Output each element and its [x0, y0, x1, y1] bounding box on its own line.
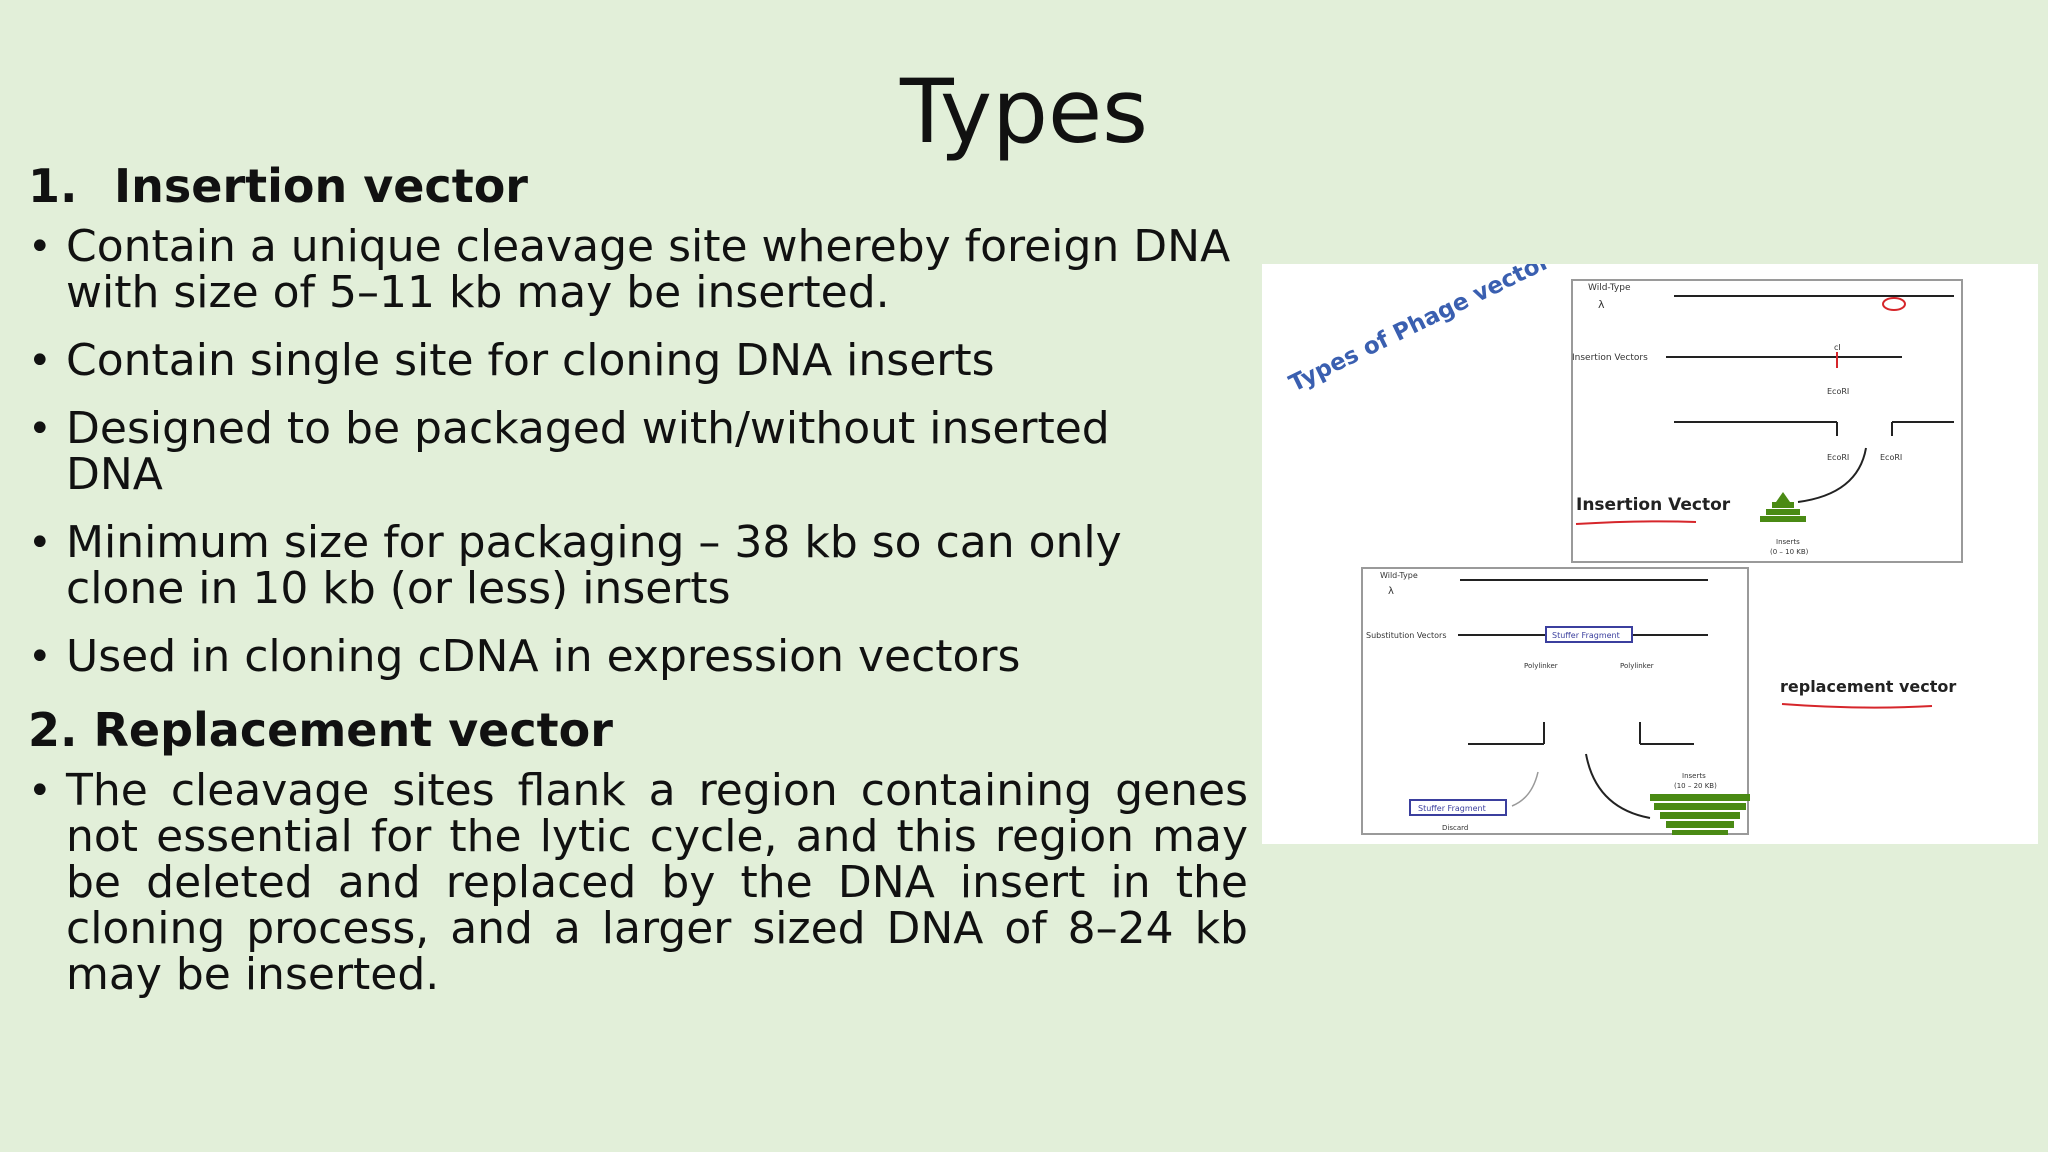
diagram-svg: Types of Phage vector Wild-Type λ Insert…: [1285, 264, 1963, 835]
inserts-range-label: (0 – 10 KB): [1770, 548, 1809, 556]
inserts-bar: [1666, 821, 1734, 828]
section-heading-insertion: 1. Insertion vector: [28, 158, 1248, 214]
inserts-bar: [1760, 516, 1806, 522]
inserts-stack: [1776, 492, 1790, 502]
insertion-bullet-list: Contain a unique cleavage site whereby f…: [28, 224, 1248, 681]
substitution-vectors-label: Substitution Vectors: [1366, 631, 1447, 640]
slide-body: 1. Insertion vector Contain a unique clea…: [28, 158, 1248, 1020]
handwritten-title: Types of Phage vector: [1285, 264, 1555, 397]
insert-arrow: [1585, 753, 1651, 819]
ci-label: cI: [1834, 343, 1841, 352]
stuffer-fragment-label: Stuffer Fragment: [1552, 631, 1620, 640]
bottom-panel-frame: [1361, 567, 1749, 835]
ecori-label: EcoRI: [1827, 453, 1849, 462]
ecori-label: EcoRI: [1880, 453, 1902, 462]
stuffer-fragment-label: Stuffer Fragment: [1418, 804, 1486, 813]
section-heading-replacement: 2. Replacement vector: [28, 703, 613, 757]
replacement-vector-caption: replacement vector: [1780, 677, 1956, 696]
inserts-bar: [1650, 794, 1750, 801]
section-number: 1.: [28, 159, 78, 213]
insertion-vectors-label: Insertion Vectors: [1572, 353, 1648, 363]
inserts-range-label: (10 – 20 KB): [1674, 782, 1717, 790]
section-title: Insertion vector: [114, 159, 528, 213]
lambda-label: λ: [1598, 298, 1605, 311]
polylinker-label: Polylinker: [1524, 662, 1558, 670]
caption-underline: [1575, 520, 1697, 525]
stuffer-fragment-box: [1409, 799, 1507, 816]
discard-label: Discard: [1442, 824, 1468, 832]
list-item: Used in cloning cDNA in expression vecto…: [28, 634, 1248, 681]
inserts-label: Inserts: [1682, 772, 1706, 780]
list-item: Contain a unique cleavage site whereby f…: [28, 224, 1248, 316]
red-circle-mark: [1882, 297, 1906, 311]
lambda-label: λ: [1388, 586, 1394, 597]
phage-vector-diagram: Types of Phage vector Wild-Type λ Insert…: [1262, 264, 2038, 844]
inserts-bar: [1660, 812, 1740, 819]
list-item: Minimum size for packaging – 38 kb so ca…: [28, 520, 1248, 612]
inserts-label: Inserts: [1776, 538, 1800, 546]
inserts-bar: [1672, 830, 1728, 835]
caption-underline: [1781, 703, 1933, 709]
list-item: The cleavage sites flank a region contai…: [28, 768, 1248, 998]
inserts-bar: [1772, 502, 1794, 508]
polylinker-label: Polylinker: [1620, 662, 1654, 670]
wild-type-label: Wild-Type: [1380, 571, 1418, 580]
inserts-bar: [1654, 803, 1746, 810]
wild-type-label: Wild-Type: [1588, 283, 1631, 293]
insert-arrow: [1797, 447, 1867, 503]
replacement-bullet-list: The cleavage sites flank a region contai…: [28, 768, 1248, 998]
discard-arrow: [1511, 771, 1539, 807]
stuffer-fragment-box: [1545, 626, 1633, 643]
slide-title: Types: [900, 60, 1148, 163]
inserts-bar: [1766, 509, 1800, 515]
list-item: Designed to be packaged with/without ins…: [28, 406, 1248, 498]
ecori-label: EcoRI: [1827, 387, 1849, 396]
list-item: Contain single site for cloning DNA inse…: [28, 338, 1248, 385]
insertion-vector-caption: Insertion Vector: [1576, 495, 1731, 515]
